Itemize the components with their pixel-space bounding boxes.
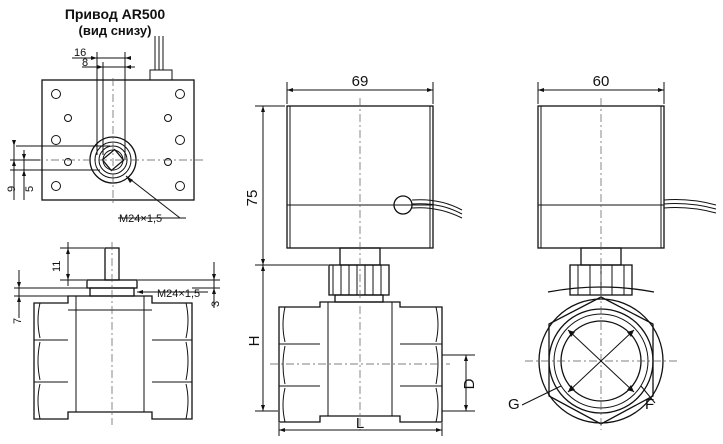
dim-d: D: [461, 378, 478, 389]
valve-body-outline: [33, 295, 193, 420]
dim-60: 60: [593, 73, 610, 90]
valve-stem-view: 11 7 3 M24×1,5: [12, 242, 222, 425]
dim-5: 5: [24, 186, 36, 192]
actuator-base-plate: [41, 79, 195, 201]
dim-7: 7: [12, 318, 24, 324]
dim-3: 3: [210, 301, 222, 307]
dim-75: 75: [244, 190, 261, 207]
dim-9: 9: [6, 186, 18, 192]
dim-h: H: [246, 336, 263, 347]
dim-16: 16: [74, 47, 86, 59]
dim-g: G: [508, 396, 520, 413]
stem-thread-label: M24×1,5: [157, 288, 200, 300]
dim-f: F: [645, 396, 654, 413]
title-line-1: Привод AR500: [65, 6, 166, 22]
valve-front-view: 69 75 H L D: [244, 73, 478, 436]
dim-69: 69: [352, 73, 369, 90]
title-line-2: (вид снизу): [79, 23, 152, 38]
dim-8: 8: [82, 57, 88, 69]
drawing-title: Привод AR500 (вид снизу): [65, 6, 166, 38]
valve-body-front: [278, 301, 443, 423]
valve-side-view: G F 60: [508, 73, 717, 430]
dim-11: 11: [51, 261, 63, 272]
actuator-bottom-view: 16 8 9 5 M24×1,5: [6, 36, 205, 225]
dim-l: L: [356, 415, 364, 432]
bottom-thread-label: M24×1,5: [119, 213, 162, 225]
